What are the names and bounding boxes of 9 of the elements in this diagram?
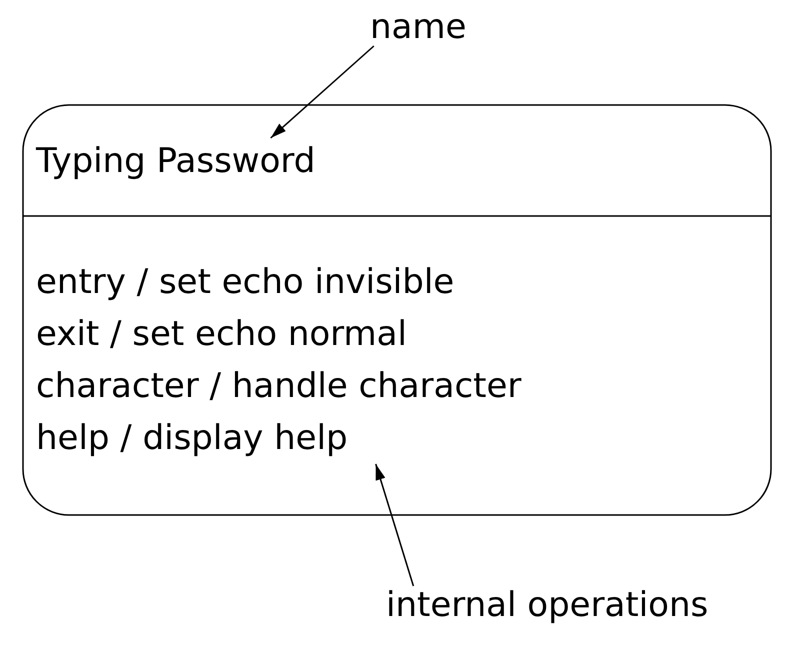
internal-operation: character / handle character <box>36 365 522 408</box>
annotation-text: internal operations <box>386 582 708 628</box>
internal-operation: entry / set echo invisible <box>36 261 456 304</box>
annotation-text: name <box>370 4 466 50</box>
internal-operation: help / display help <box>36 417 349 460</box>
leader-arrow <box>375 464 414 586</box>
state-name: Typing Password <box>36 138 316 184</box>
internal-operation: exit / set echo normal <box>36 313 408 356</box>
leader-arrow <box>270 45 374 139</box>
